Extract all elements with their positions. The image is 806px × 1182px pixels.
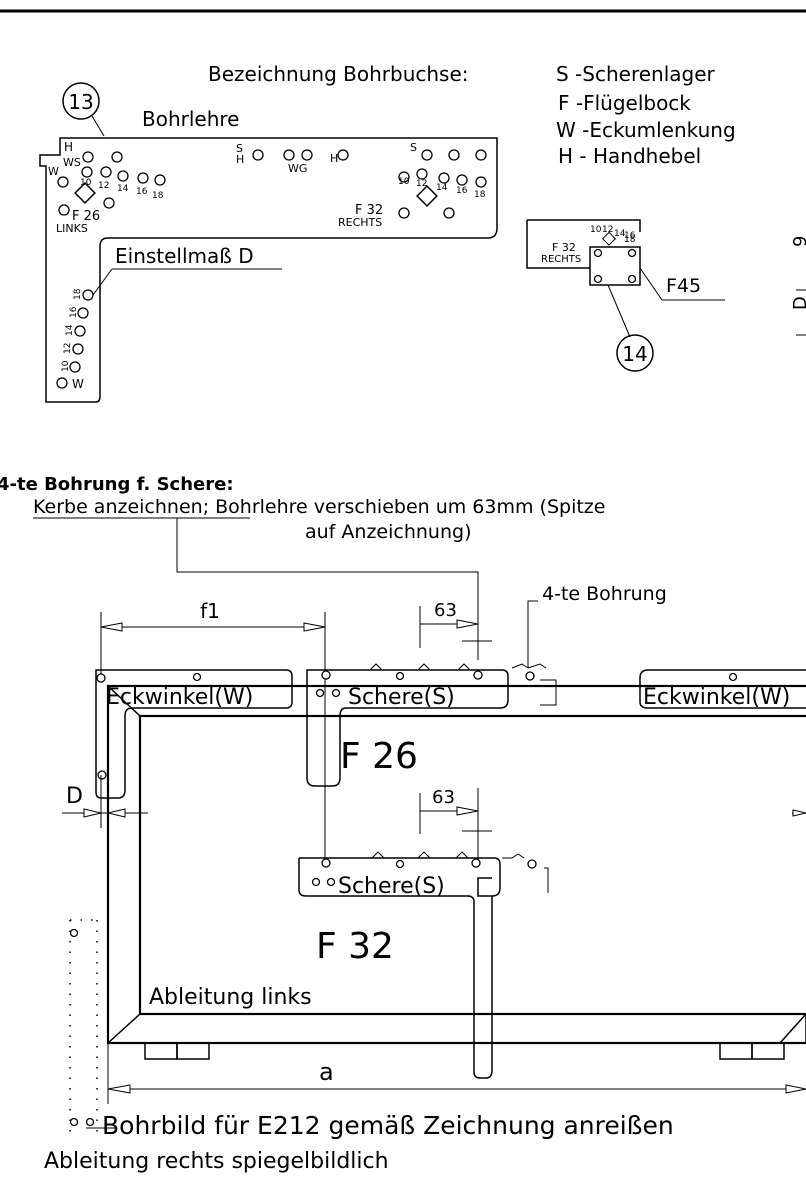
mark-16-v: 16	[69, 306, 79, 318]
d14-mark-12: 12	[602, 225, 613, 235]
mark-w: W	[48, 165, 59, 178]
mark-12-v: 12	[63, 343, 73, 354]
note-line1-rest: ; Bohrlehre verschieben um 63mm (Spitze	[203, 496, 606, 518]
mark-14-b: 14	[436, 183, 448, 193]
callout-13-label: 13	[68, 90, 93, 114]
mark-10-b: 10	[398, 177, 410, 187]
d14-mark-10: 10	[590, 225, 602, 235]
mark-14-v: 14	[65, 324, 75, 336]
bohrlehre-label: Bohrlehre	[142, 107, 239, 131]
edge-mark-d: D	[790, 296, 806, 310]
mark-w-bottom: W	[72, 377, 84, 391]
d14-f45: F45	[666, 275, 701, 297]
mid-s: S	[236, 142, 243, 155]
d63-a-label: 63	[434, 600, 457, 621]
template-links: LINKS	[56, 222, 88, 235]
d63-b-label: 63	[432, 787, 455, 808]
dimension-a: a	[107, 1043, 806, 1104]
door-frame	[106, 684, 806, 1060]
ableitung-rechts-label: Ableitung rechts spiegelbildlich	[44, 1149, 389, 1174]
legend-item-h: H - Handhebel	[558, 144, 701, 168]
mid-h: H	[236, 153, 244, 166]
legend: Bezeichnung Bohrbuchse: S -Scherenlager …	[208, 62, 736, 168]
detail-14: 10 12 14 16 18 F 32 RECHTS F45 14	[526, 219, 725, 372]
legend-title: Bezeichnung Bohrbuchse:	[208, 62, 469, 86]
dimension-63-top: 63	[419, 600, 492, 660]
mid-h2: H	[330, 152, 338, 165]
dimension-d: D	[62, 775, 806, 828]
schere-top-label: Schere(S)	[348, 685, 455, 710]
edge-mark-9: 9	[790, 236, 806, 247]
template-f32: F 32	[355, 203, 383, 218]
mark-h: H	[64, 140, 73, 154]
template-f26: F 26	[72, 209, 100, 224]
einstellmass-label: Einstellmaß D	[115, 244, 254, 268]
dimension-f1: f1	[100, 599, 326, 680]
schere-top-bracket: Schere(S)	[306, 663, 509, 787]
d14-mark-18: 18	[624, 235, 636, 245]
d14-mark-16: 16	[624, 231, 636, 241]
mark-12-b: 12	[416, 179, 427, 189]
eckwinkel-left-bracket: Eckwinkel(W)	[95, 669, 293, 799]
note-underlined: Kerbe anzeichnen	[33, 496, 203, 518]
bohrbild-label: Bohrbild für E212 gemäß Zeichnung anreiß…	[102, 1111, 674, 1140]
eckwinkel-left-label: Eckwinkel(W)	[106, 685, 253, 710]
f1-label: f1	[200, 599, 220, 623]
note-line2: auf Anzeichnung)	[305, 521, 471, 543]
legend-item-s: S -Scherenlager	[556, 62, 716, 86]
f26-label: F 26	[340, 736, 418, 777]
mark-18-a: 18	[152, 191, 164, 201]
mark-12-a: 12	[98, 181, 109, 191]
a-label: a	[319, 1058, 334, 1086]
dotted-marking	[69, 919, 98, 1132]
mark-ws: WS	[63, 156, 81, 169]
mid-wg: WG	[288, 162, 307, 175]
note-heading: 4-te Bohrung f. Schere:	[0, 474, 234, 495]
d14-rechts: RECHTS	[541, 254, 581, 265]
mark-18-v: 18	[73, 288, 83, 300]
bohrlehre-template: H WS W 10 12 14 16 18 F 26 LINKS S H WG …	[39, 137, 498, 403]
mark-14-a: 14	[117, 184, 129, 194]
svg-text:Kerbe anzeichnen; Bohrlehre ve: Kerbe anzeichnen; Bohrlehre verschieben …	[33, 496, 605, 518]
d-label: D	[66, 784, 83, 809]
callout-13: 13	[62, 82, 105, 137]
fourth-hole-label: 4-te Bohrung	[542, 583, 667, 605]
eckwinkel-right-bracket: Eckwinkel(W)	[639, 669, 806, 710]
right-s: S	[410, 141, 417, 154]
d14-f32: F 32	[552, 241, 576, 254]
callout-14-label: 14	[622, 342, 647, 366]
fourth-hole: 4-te Bohrung	[511, 583, 667, 706]
schere-bottom-label: Schere(S)	[338, 874, 445, 899]
ableitung-links-label: Ableitung links	[149, 985, 312, 1010]
legend-item-f: F -Flügelbock	[558, 91, 691, 115]
schere-bottom-bracket: Schere(S)	[298, 851, 549, 1079]
d14-mark-14: 14	[614, 229, 626, 239]
dimension-63-bottom: 63	[419, 787, 492, 860]
eckwinkel-right-label: Eckwinkel(W)	[643, 685, 790, 710]
mark-16-b: 16	[456, 186, 468, 196]
note: 4-te Bohrung f. Schere: Kerbe anzeichnen…	[0, 474, 605, 640]
mark-10-v: 10	[61, 360, 71, 372]
mark-16-a: 16	[136, 187, 148, 197]
legend-item-w: W -Eckumlenkung	[556, 118, 736, 142]
mark-18-b: 18	[474, 190, 486, 200]
f32-label: F 32	[316, 926, 394, 967]
template-rechts: RECHTS	[338, 216, 382, 229]
